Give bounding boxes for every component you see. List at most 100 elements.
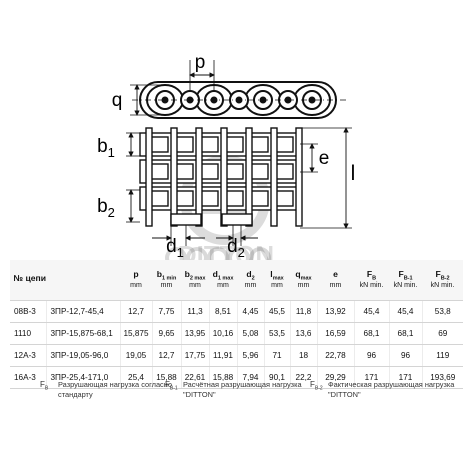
label-b2-sub: 2 [108, 205, 115, 220]
pin [270, 127, 278, 227]
watermark-text: DITTON [178, 240, 274, 262]
legend-symbol: FB-1 [165, 380, 178, 392]
roller [274, 190, 294, 207]
label-d2-sub: 2 [238, 245, 245, 260]
pin [220, 127, 228, 227]
table-cell: 3ПР-15,875-68,1 [45, 322, 120, 345]
pin [245, 127, 253, 227]
table-cell: 22,78 [316, 344, 354, 367]
table-cell: 7,94 [236, 366, 264, 389]
watermark-rollers [165, 247, 271, 262]
table-cell: 15,875 [119, 322, 152, 345]
table-cell: 11,8 [289, 300, 317, 323]
table-cell: 11,3 [180, 300, 209, 323]
table-cell: 90,1 [263, 366, 290, 389]
table-cell: 29,29 [316, 366, 354, 389]
legend-text: Разрушающая нагрузка согласно стандарту [58, 380, 172, 399]
table-cell: 45,4 [388, 300, 422, 323]
roller-end [170, 213, 202, 226]
dimension-b2: b2 [97, 189, 140, 223]
table-cell: 18 [289, 344, 317, 367]
dimension-l: l [300, 127, 356, 229]
table-cell: 15,88 [151, 366, 181, 389]
label-p: p [195, 52, 206, 73]
label-l: l [351, 162, 356, 185]
svg-text:d2: d2 [227, 236, 245, 260]
legend-symbol: FB [40, 380, 49, 392]
label-d1-sub: 1 [177, 245, 184, 260]
pin [145, 127, 153, 227]
table-cell: 96 [353, 344, 389, 367]
table-cell: 17,75 [180, 344, 209, 367]
label-b1: b [97, 136, 108, 157]
chain-diagram: p q b1 b2 e l [97, 52, 356, 262]
dimension-p: p [189, 52, 215, 92]
roller [274, 136, 294, 153]
table-cell: 22,61 [180, 366, 209, 389]
table-cell: 11,91 [208, 344, 237, 367]
column-header [46, 260, 120, 301]
table-cell: 12,7 [119, 300, 152, 323]
table-cell: 5,96 [236, 344, 264, 367]
table-cell: 45,4 [353, 300, 389, 323]
table-cell: 12,7 [151, 344, 181, 367]
table-cell: 13,92 [316, 300, 354, 323]
legend-text: Расчётная разрушающая нагрузка "DITTON" [183, 380, 302, 399]
dimension-d1: d1 [152, 225, 205, 260]
table-cell: 4,45 [236, 300, 264, 323]
roller [274, 163, 294, 180]
table-cell: 171 [353, 366, 389, 389]
svg-text:b2: b2 [97, 196, 115, 220]
table-cell: 1110 [10, 322, 46, 345]
label-d1: d [166, 236, 177, 257]
table-cell: 9,65 [151, 322, 181, 345]
table-cell: 171 [388, 366, 422, 389]
dimension-e: e [300, 143, 329, 173]
table-cell: 15,88 [208, 366, 237, 389]
label-b1-sub: 1 [108, 145, 115, 160]
svg-text:b1: b1 [97, 136, 115, 160]
table-cell: 53,5 [263, 322, 290, 345]
chain-side-view [132, 81, 348, 119]
table-cell: 71 [263, 344, 290, 367]
label-d2: d [227, 236, 238, 257]
table-cell: 8,51 [208, 300, 237, 323]
chain-top-view [139, 127, 303, 227]
pin [295, 127, 303, 227]
table-cell: 96 [388, 344, 422, 367]
dimension-b1: b1 [97, 132, 140, 160]
table-cell: 08B-3 [10, 300, 46, 323]
svg-text:d1: d1 [166, 236, 184, 260]
table-cell: 13,6 [289, 322, 317, 345]
table-cell: 45,5 [263, 300, 290, 323]
dimension-q: q [112, 84, 160, 116]
table-cell: 3ПР-19,05-96,0 [45, 344, 120, 367]
table-cell: 3ПР-25,4-171,0 [45, 366, 120, 389]
table-cell: 22,2 [289, 366, 317, 389]
table-cell: 19,05 [119, 344, 152, 367]
table-cell: 7,75 [151, 300, 181, 323]
legend-text: Фактическая разрушающая нагрузка "DITTON… [328, 380, 455, 399]
table-cell: 12A-3 [10, 344, 46, 367]
dimension-d2: d2 [216, 225, 258, 260]
roller-end [221, 213, 253, 226]
table-cell: 119 [421, 344, 463, 367]
table-cell: 16A-3 [10, 366, 46, 389]
table-cell: 53,8 [421, 300, 463, 323]
table-cell: 13,95 [180, 322, 209, 345]
